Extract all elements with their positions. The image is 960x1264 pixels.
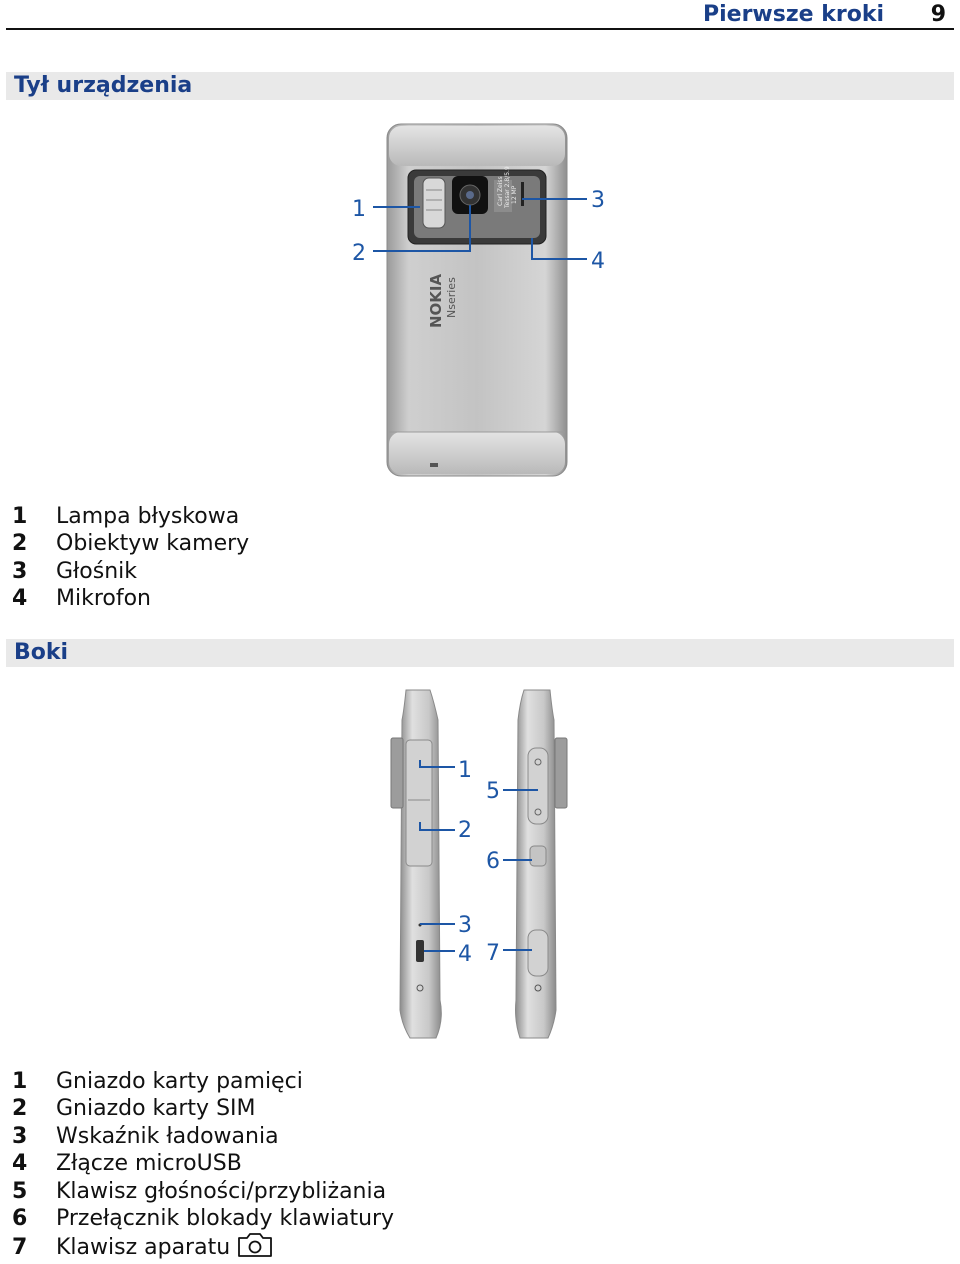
legend-number: 1 xyxy=(12,504,28,529)
section-title: Tył urządzenia xyxy=(14,73,193,98)
phone-sides-illustration: 1 2 3 4 5 6 7 xyxy=(390,689,568,1039)
callout-number: 1 xyxy=(352,197,366,222)
legend-row: 3 Wskaźnik ładowania xyxy=(12,1123,394,1150)
legend-number: 3 xyxy=(12,558,28,584)
legend-row: 4 Mikrofon xyxy=(12,585,249,612)
legend-number: 5 xyxy=(12,1178,28,1204)
sides-callout-lines xyxy=(419,760,538,952)
legend-text: Klawisz głośności/przybliżania xyxy=(56,1178,387,1204)
legend-row: 3 Głośnik xyxy=(12,558,249,585)
legend-number: 6 xyxy=(12,1206,28,1232)
callout-number: 2 xyxy=(458,818,472,843)
legend-number: 4 xyxy=(12,586,28,612)
section-heading-sides: Boki xyxy=(6,639,954,667)
callout-number: 2 xyxy=(352,241,366,266)
page-header: Pierwsze kroki 9 xyxy=(6,0,954,30)
legend-number: 2 xyxy=(12,531,28,557)
legend-row: 2 Gniazdo karty SIM xyxy=(12,1095,394,1122)
callout-number: 3 xyxy=(591,188,605,213)
legend-text: Klawisz aparatu xyxy=(56,1235,231,1261)
legend-text: Lampa błyskowa xyxy=(56,504,240,529)
phone-back-illustration: Carl Zeiss Tessar 2.8/5.9 12 MP NOKIA Ns… xyxy=(352,123,605,477)
legend-number: 3 xyxy=(12,1123,28,1149)
legend-row: 6 Przełącznik blokady klawiatury xyxy=(12,1205,394,1232)
legend-text: Gniazdo karty SIM xyxy=(56,1096,256,1122)
chapter-title: Pierwsze kroki xyxy=(702,2,884,27)
lens-text-line: 12 MP xyxy=(511,185,518,204)
brand-logo: NOKIA Nseries xyxy=(427,273,458,328)
callout-number: 1 xyxy=(458,758,472,783)
back-callout-lines xyxy=(373,198,587,260)
legend-number: 4 xyxy=(12,1151,28,1177)
section-heading-back: Tył urządzenia xyxy=(6,72,954,100)
legend-row: 2 Obiektyw kamery xyxy=(12,530,249,557)
phone-right-side xyxy=(515,689,568,1039)
legend-row: 5 Klawisz głośności/przybliżania xyxy=(12,1178,394,1205)
legend-text: Przełącznik blokady klawiatury xyxy=(56,1206,395,1232)
legend-text: Obiektyw kamery xyxy=(56,531,250,557)
callout-number: 4 xyxy=(458,942,472,967)
legend-number: 1 xyxy=(12,1069,28,1094)
legend-row: 4 Złącze microUSB xyxy=(12,1150,394,1177)
section-title: Boki xyxy=(14,640,69,665)
back-legend: 1 Lampa błyskowa 2 Obiektyw kamery 3 Głośni… xyxy=(12,503,249,613)
lens-text-line: Carl Zeiss xyxy=(497,176,504,206)
legend-row: 7 Klawisz aparatu xyxy=(12,1232,394,1261)
legend-text: Gniazdo karty pamięci xyxy=(56,1069,303,1094)
camera-icon xyxy=(238,1233,273,1258)
camera-module xyxy=(407,169,547,245)
legend-text: Mikrofon xyxy=(56,586,152,612)
legend-number: 7 xyxy=(12,1235,28,1261)
page-number: 9 xyxy=(930,2,946,27)
logo-nseries: Nseries xyxy=(445,277,458,318)
phone-left-side xyxy=(390,689,442,1039)
legend-text: Głośnik xyxy=(56,558,138,584)
legend-row: 1 Gniazdo karty pamięci xyxy=(12,1068,394,1095)
legend-row: 1 Lampa błyskowa xyxy=(12,503,249,530)
sides-legend: 1 Gniazdo karty pamięci 2 Gniazdo karty SI… xyxy=(12,1068,394,1262)
callout-number: 4 xyxy=(591,249,605,274)
logo-nokia: NOKIA xyxy=(427,273,445,328)
lens-text: Carl Zeiss Tessar 2.8/5.9 12 MP xyxy=(497,166,518,209)
callout-number: 5 xyxy=(486,779,500,804)
lens-text-line: Tessar 2.8/5.9 xyxy=(504,166,511,209)
legend-number: 2 xyxy=(12,1096,28,1122)
legend-text: Złącze microUSB xyxy=(56,1151,242,1177)
callout-number: 6 xyxy=(486,849,500,874)
legend-text: Wskaźnik ładowania xyxy=(56,1123,279,1149)
callout-number: 7 xyxy=(486,941,500,966)
callout-number: 3 xyxy=(458,913,472,938)
